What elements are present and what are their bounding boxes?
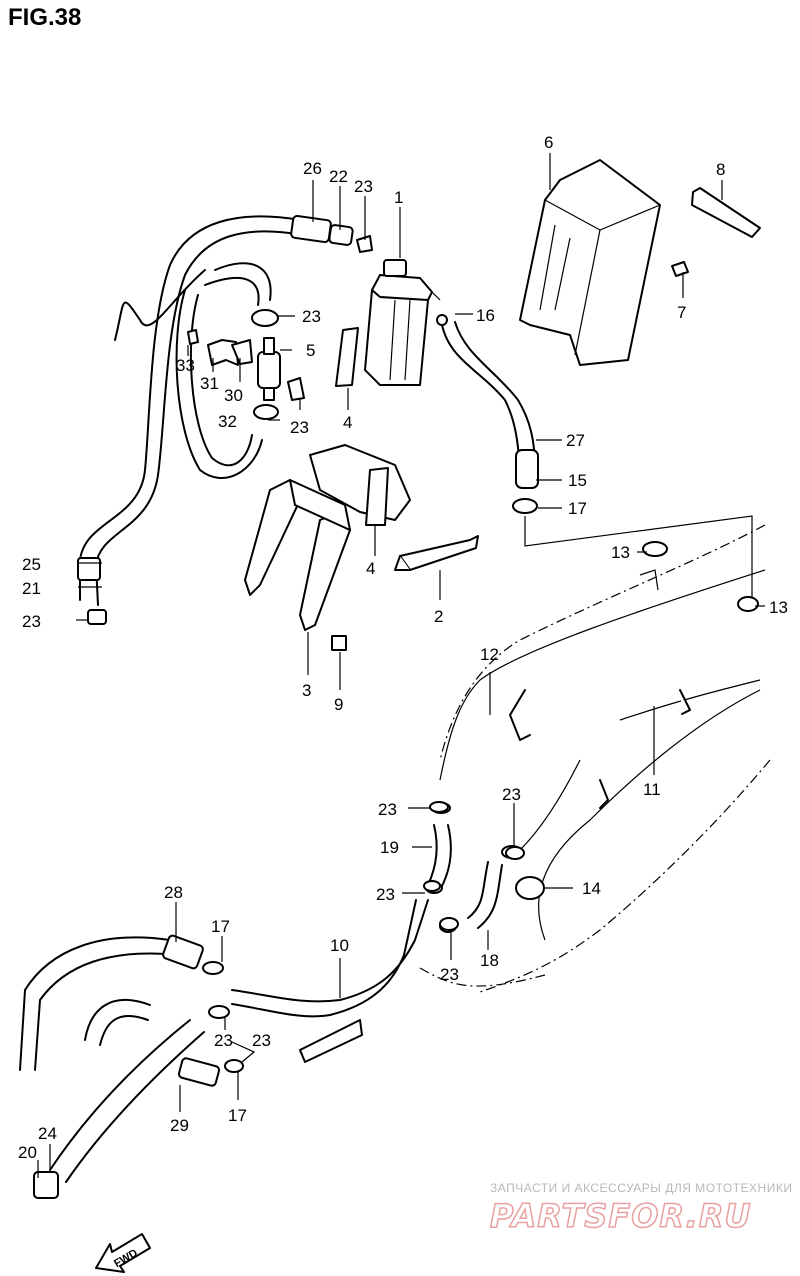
hose-19 bbox=[425, 802, 452, 894]
watermark-caption: ЗАПЧАСТИ И АКСЕССУАРЫ ДЛЯ МОТОТЕХНИКИ bbox=[490, 1181, 793, 1195]
label-12: 12 bbox=[480, 645, 499, 664]
label-23-frame-c: 23 bbox=[376, 885, 395, 904]
label-23-clamp-upper: 23 bbox=[302, 307, 321, 326]
label-27: 27 bbox=[566, 431, 585, 450]
label-32: 32 bbox=[218, 412, 237, 431]
label-3: 3 bbox=[302, 681, 311, 700]
check-valve bbox=[257, 337, 281, 401]
pipe-10 bbox=[231, 899, 429, 1063]
label-25: 25 bbox=[22, 555, 41, 574]
watermark-logo: PARTSFOR.RU bbox=[489, 1196, 752, 1236]
label-14: 14 bbox=[582, 879, 601, 898]
label-23-lower-a: 23 bbox=[214, 1031, 233, 1050]
label-6: 6 bbox=[544, 133, 553, 152]
label-26: 26 bbox=[303, 159, 322, 178]
label-13-right: 13 bbox=[769, 598, 788, 617]
label-11: 11 bbox=[643, 780, 661, 799]
label-23-frame-b: 23 bbox=[502, 785, 521, 804]
canister-bracket bbox=[309, 444, 411, 526]
label-17-upper: 17 bbox=[211, 917, 230, 936]
callout-labels: 1 2 3 4 4 5 6 7 8 9 10 11 12 13 13 14 15… bbox=[18, 133, 788, 1162]
label-10: 10 bbox=[330, 936, 349, 955]
bolt-7 bbox=[671, 261, 689, 277]
bolt-9 bbox=[331, 635, 347, 651]
label-23-top: 23 bbox=[354, 177, 373, 196]
label-29: 29 bbox=[170, 1116, 189, 1135]
hose-29 bbox=[33, 999, 221, 1199]
label-15: 15 bbox=[568, 471, 587, 490]
label-23-lower-b: 23 bbox=[252, 1031, 271, 1050]
label-20: 20 bbox=[18, 1143, 37, 1162]
grommets-13 bbox=[642, 541, 759, 612]
label-13-left: 13 bbox=[611, 543, 630, 562]
label-4-lower: 4 bbox=[366, 559, 375, 578]
label-23-left: 23 bbox=[22, 612, 41, 631]
leader-lines bbox=[37, 153, 765, 1178]
label-16: 16 bbox=[476, 306, 495, 325]
hose-28 bbox=[19, 934, 204, 1071]
reflector-plate bbox=[691, 187, 761, 238]
label-17-right: 17 bbox=[568, 499, 587, 518]
label-9: 9 bbox=[334, 695, 343, 714]
label-23-frame-a: 23 bbox=[378, 800, 397, 819]
label-23-clamp-mid: 23 bbox=[290, 418, 309, 437]
label-28: 28 bbox=[164, 883, 183, 902]
label-5: 5 bbox=[306, 341, 315, 360]
label-33: 33 bbox=[176, 356, 195, 375]
label-23-frame-d: 23 bbox=[440, 965, 459, 984]
canister-strap bbox=[335, 327, 359, 387]
label-18: 18 bbox=[480, 951, 499, 970]
label-31: 31 bbox=[200, 374, 219, 393]
label-21: 21 bbox=[22, 579, 41, 598]
clamps-upper bbox=[87, 235, 373, 625]
canister-cover bbox=[519, 159, 661, 366]
frame-body bbox=[419, 524, 771, 993]
hose-26-connector bbox=[290, 214, 354, 246]
label-24: 24 bbox=[38, 1124, 57, 1143]
mount-bracket-3 bbox=[244, 479, 351, 631]
label-17-lower: 17 bbox=[228, 1106, 247, 1125]
brackets-30-31 bbox=[187, 329, 253, 366]
canister bbox=[364, 259, 441, 386]
bracket-2 bbox=[394, 535, 479, 571]
label-7: 7 bbox=[677, 303, 686, 322]
label-22: 22 bbox=[329, 167, 348, 186]
label-19: 19 bbox=[380, 838, 399, 857]
grommet-14 bbox=[515, 876, 545, 900]
label-2: 2 bbox=[434, 607, 443, 626]
label-30: 30 bbox=[224, 386, 243, 405]
label-1: 1 bbox=[394, 188, 403, 207]
clamps-lower bbox=[202, 801, 525, 1073]
hose-27-15 bbox=[436, 314, 539, 514]
label-4-upper: 4 bbox=[343, 413, 352, 432]
label-8: 8 bbox=[716, 160, 725, 179]
fwd-arrow: FWD bbox=[95, 1233, 151, 1273]
figure-title: FIG.38 bbox=[8, 4, 82, 31]
